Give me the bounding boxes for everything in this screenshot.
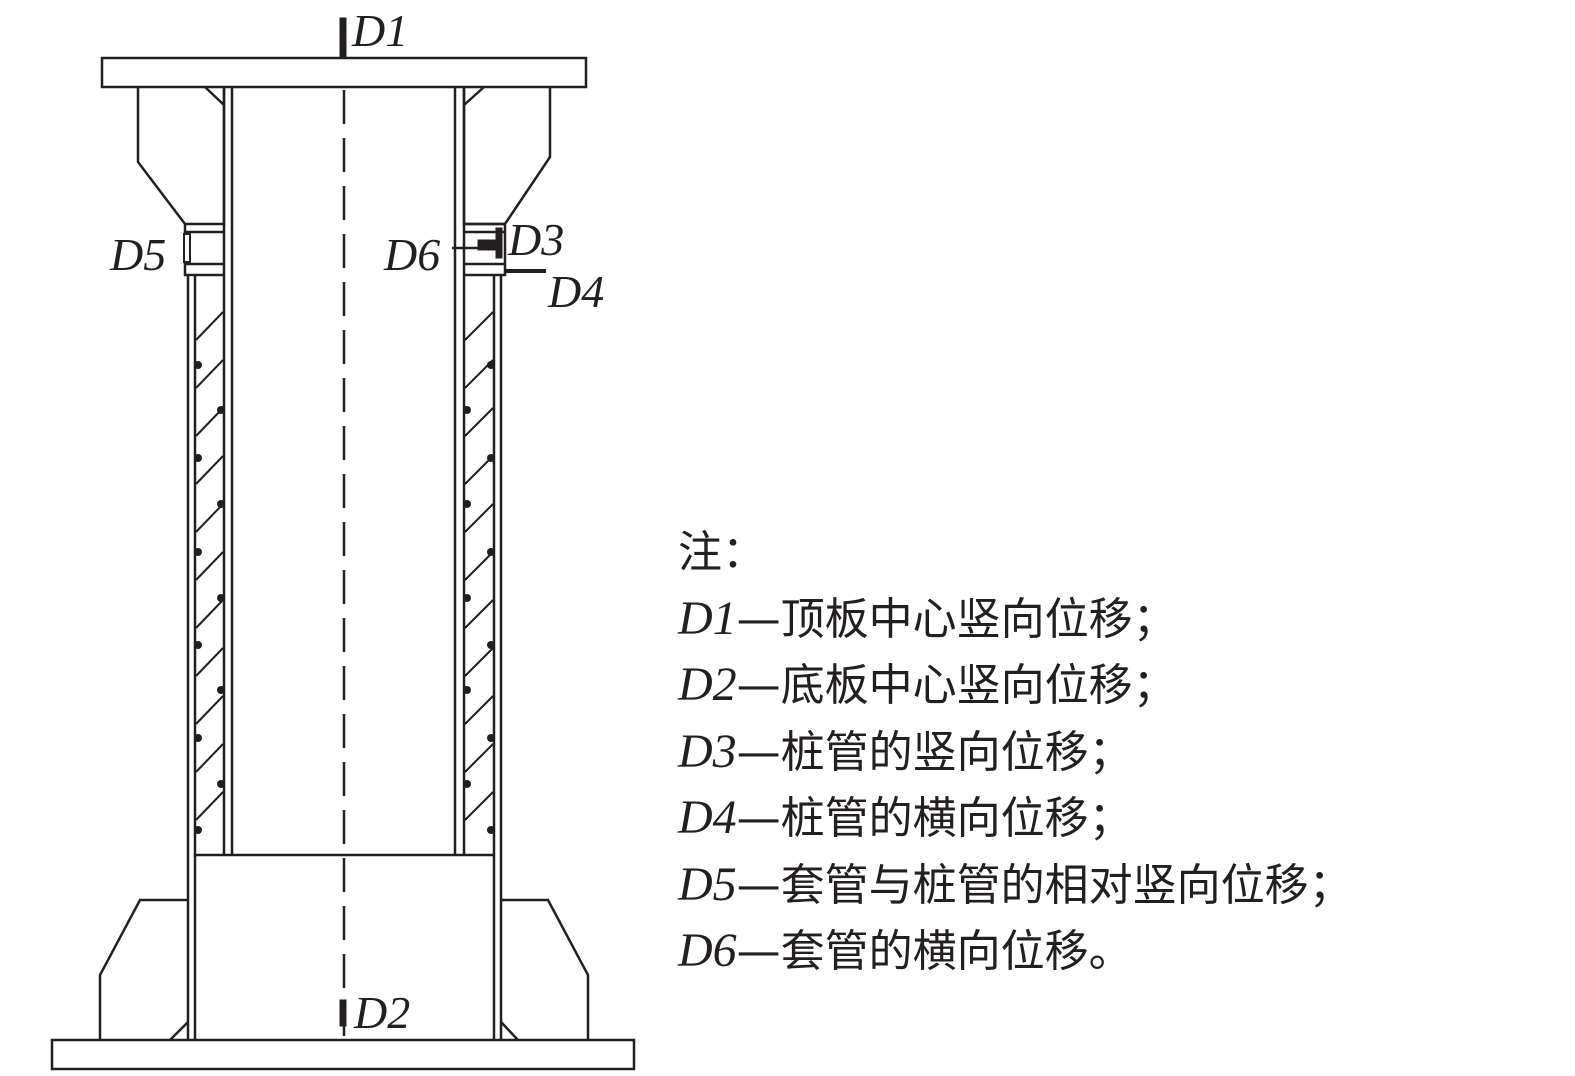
bottom-right-stiffener bbox=[501, 898, 590, 1040]
bottom-plate bbox=[50, 1038, 636, 1071]
label-d1: D1 bbox=[351, 5, 408, 56]
legend-item: D2—底板中心竖向位移； bbox=[678, 652, 1353, 719]
right-collar bbox=[464, 222, 507, 277]
legend-sep: — bbox=[736, 593, 781, 645]
label-d2: D2 bbox=[353, 987, 410, 1038]
legend-item: D1—顶板中心竖向位移； bbox=[678, 586, 1353, 653]
legend-title: 注： bbox=[678, 527, 766, 578]
legend: 注： D1—顶板中心竖向位移； D2—底板中心竖向位移； D3—桩管的竖向位移；… bbox=[678, 520, 1353, 985]
legend-sep: — bbox=[736, 660, 781, 711]
legend-sep: — bbox=[736, 859, 781, 911]
d5-sensor bbox=[183, 233, 191, 263]
label-d6: D6 bbox=[383, 229, 440, 280]
legend-text: 顶板中心竖向位移； bbox=[780, 593, 1177, 645]
legend-sep: — bbox=[736, 726, 781, 778]
top-plate bbox=[100, 56, 588, 89]
legend-key: D3 bbox=[678, 724, 737, 778]
legend-key: D5 bbox=[678, 857, 737, 911]
legend-sep: — bbox=[736, 793, 781, 844]
grout-dots bbox=[194, 361, 495, 834]
bottom-left-stiffener bbox=[98, 898, 188, 1040]
legend-text: 桩管的竖向位移； bbox=[780, 726, 1133, 778]
legend-text: 桩管的横向位移； bbox=[780, 793, 1133, 844]
left-grout-hatch bbox=[195, 311, 224, 821]
legend-sep: — bbox=[736, 926, 781, 977]
legend-key: D4 bbox=[678, 791, 737, 844]
d2-sensor bbox=[339, 999, 347, 1027]
right-grout-hatch bbox=[464, 311, 494, 821]
label-d5: D5 bbox=[109, 229, 166, 280]
legend-item: D5—套管与桩管的相对竖向位移； bbox=[678, 852, 1353, 919]
label-d3: D3 bbox=[507, 214, 564, 265]
legend-item: D4—桩管的横向位移； bbox=[678, 785, 1353, 852]
legend-key: D6 bbox=[678, 924, 737, 977]
legend-item: D3—桩管的竖向位移； bbox=[678, 719, 1353, 786]
legend-text: 底板中心竖向位移； bbox=[780, 660, 1177, 711]
legend-key: D2 bbox=[678, 658, 737, 711]
legend-text: 套管与桩管的相对竖向位移； bbox=[780, 859, 1353, 911]
top-right-stiffener bbox=[462, 87, 552, 226]
top-left-stiffener bbox=[136, 87, 226, 226]
legend-key: D1 bbox=[678, 591, 737, 645]
label-d4: D4 bbox=[547, 266, 604, 317]
legend-item: D6—套管的横向位移。 bbox=[678, 918, 1353, 985]
legend-text: 套管的横向位移。 bbox=[780, 926, 1133, 977]
d1-sensor bbox=[339, 17, 347, 59]
